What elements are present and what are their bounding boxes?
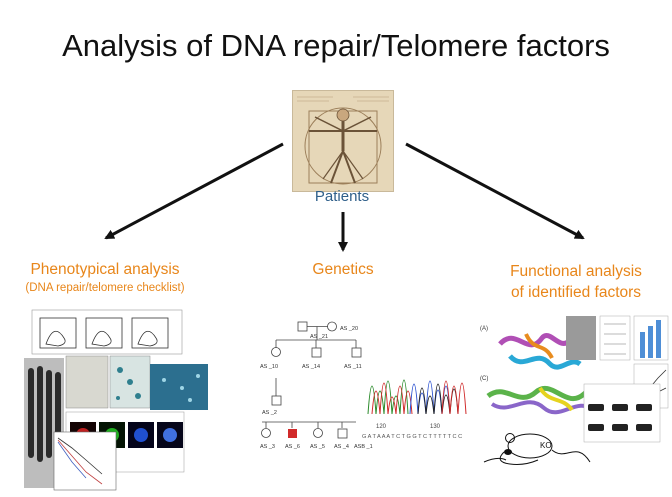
genetics-title: Genetics — [312, 261, 374, 278]
phenotypical-analysis-subtitle: (DNA repair/telomere checklist) — [25, 282, 185, 294]
mouse-ko-label: KO — [540, 441, 552, 450]
vitruvian-man-image — [292, 90, 394, 192]
pedigree-label-mid-3: AS _11 — [344, 364, 362, 370]
phenotypical-analysis-title: Phenotypical analysis — [30, 261, 180, 278]
slide-title: Analysis of DNA repair/Telomere factors — [62, 28, 610, 63]
arrow-left — [104, 142, 284, 240]
pedigree-label-bottom-3: AS _5 — [310, 444, 325, 450]
phenotype-figure-collage — [2, 308, 212, 492]
sequence-tick-120: 120 — [376, 424, 387, 430]
sequence-bases: G A T A A A T C T G G T C T T T T T C C — [362, 434, 462, 440]
pedigree-label-bottom-2: AS _6 — [285, 444, 300, 450]
pedigree-label-top-1: AS _21 — [310, 334, 328, 340]
svg-text:(A): (A) — [480, 326, 488, 332]
functional-analysis-figure: (A) (C) KO — [480, 312, 672, 492]
svg-text:(C): (C) — [480, 376, 488, 382]
pedigree-label-bottom-1: AS _3 — [260, 444, 275, 450]
pedigree-label-mid-2: AS _14 — [302, 364, 320, 370]
arrow-right — [405, 142, 585, 240]
pedigree-label-mid-1: AS _10 — [260, 364, 278, 370]
pedigree-label-proband: AS _2 — [262, 410, 277, 416]
pedigree-label-bottom-4: AS _4 — [334, 444, 349, 450]
genetics-figure: AS _10 AS _14 AS _11 AS _21 AS _20 AS _2… — [258, 318, 468, 492]
pedigree-label-bottom-5: ASB _1 — [354, 444, 373, 450]
sequence-tick-130: 130 — [430, 424, 441, 430]
pedigree-label-top-2: AS _20 — [340, 326, 358, 332]
patients-label: Patients — [314, 188, 370, 205]
